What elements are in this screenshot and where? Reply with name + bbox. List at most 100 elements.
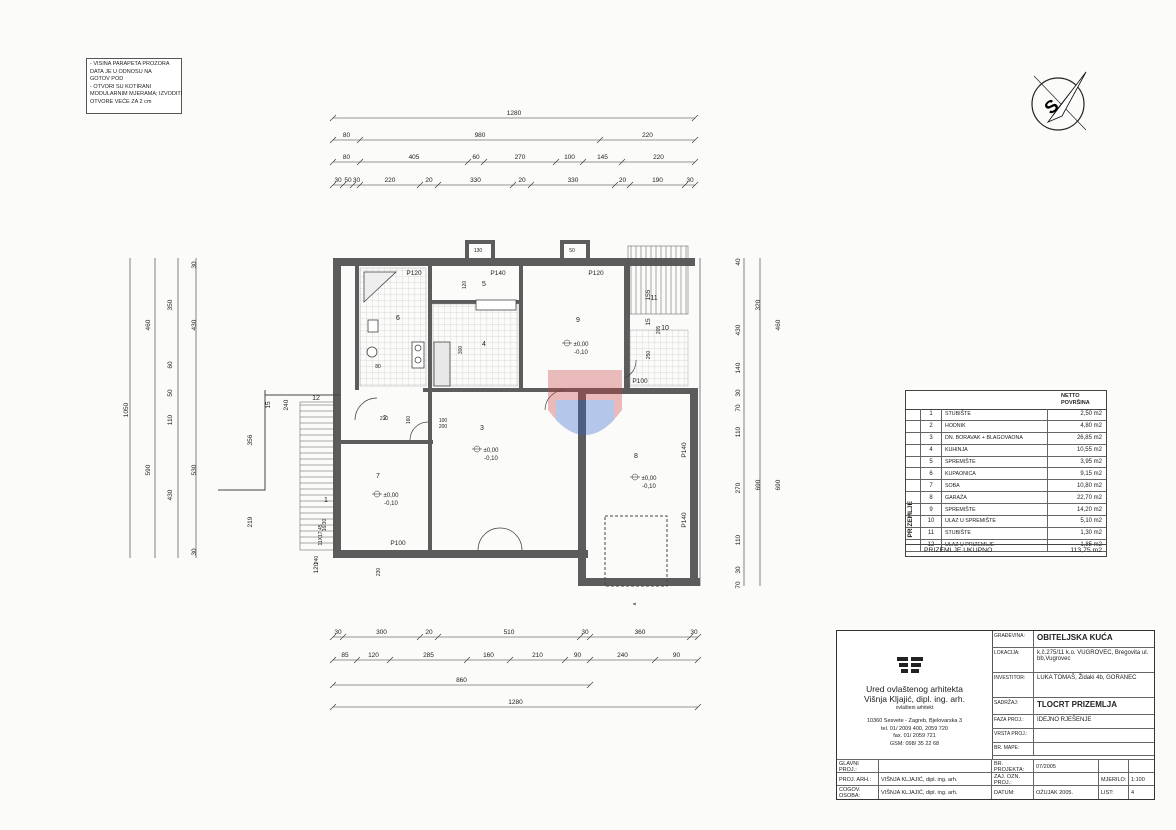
- title-field-key: FAZA PROJ.:: [992, 715, 1034, 728]
- area-row-name: HODNIK: [941, 420, 1047, 432]
- area-row-value: 22,70 m2: [1047, 492, 1106, 504]
- dimension-tick: [552, 158, 560, 166]
- plan-note: 240: [314, 556, 320, 565]
- area-row-value: 10,55 m2: [1047, 444, 1106, 456]
- dimension-tick: [694, 633, 702, 641]
- bottom-value2: [1034, 773, 1099, 786]
- dimension-label: 30: [581, 629, 589, 636]
- dimension-label: 110: [735, 426, 742, 437]
- area-row-number: 3: [920, 432, 941, 444]
- title-field: INVESTITOR:LUKA TOMAŠ, Židaki 4b, GORANE…: [992, 673, 1154, 698]
- bottom-key3: LIST:: [1099, 786, 1129, 799]
- area-row-number: 4: [920, 444, 941, 456]
- dimension-tick: [586, 633, 594, 641]
- dimension-label: 220: [385, 177, 396, 184]
- dimension-label: 85: [341, 652, 349, 659]
- room-number: 10: [661, 325, 669, 332]
- dimension-tick: [586, 681, 594, 689]
- note-line: DATA JE U ODNOSU NA: [90, 68, 152, 75]
- dimension-tick: [691, 136, 699, 144]
- dimension-label: 100: [564, 154, 575, 161]
- dimension-tick: [596, 136, 604, 144]
- dimension-label: 320: [755, 299, 762, 310]
- dimension-label: 120: [368, 652, 379, 659]
- area-row-number: 6: [920, 468, 941, 480]
- bottom-key3: [1099, 760, 1129, 773]
- dimension-label: 860: [456, 677, 467, 684]
- dimension-label: 430: [167, 489, 174, 500]
- dimension-tick: [691, 158, 699, 166]
- area-row-value: 10,80 m2: [1047, 480, 1106, 492]
- title-bottom-row: PROJ. ARH.:VIŠNJA KLJAJIĆ, dipl. ing. ar…: [837, 772, 1154, 786]
- dimension-label: 270: [515, 154, 526, 161]
- area-row-value: 1,85 m2: [1047, 539, 1106, 551]
- title-field: LOKACIJA:k.č.275/11 k.o. VUGROVEC, Brego…: [992, 648, 1154, 673]
- office-name: Ured ovlaštenog arhitekta: [866, 684, 963, 694]
- dimension-label: 690: [755, 479, 762, 490]
- title-field-value: [1034, 743, 1154, 755]
- dimension-label: 20: [619, 177, 627, 184]
- dimension-tick: [463, 656, 471, 664]
- area-row-number: 11: [920, 527, 941, 539]
- dimension-label: 40: [735, 258, 742, 266]
- area-row-number: 2: [920, 420, 941, 432]
- terrace-outline: [218, 390, 668, 587]
- dimension-label: 405: [409, 154, 420, 161]
- title-field-value: OBITELJSKA KUĆA: [1037, 633, 1113, 642]
- plan-note: 300: [458, 346, 464, 355]
- dimension-tick: [651, 656, 659, 664]
- level-value: ±0,00: [642, 476, 658, 482]
- room-number: 12: [312, 395, 320, 402]
- plan-note: 250: [646, 351, 652, 360]
- dimension-tick: [329, 114, 337, 122]
- room-number: 7: [376, 473, 380, 480]
- plan-note: 50: [569, 248, 575, 254]
- dimension-label: 330: [470, 177, 481, 184]
- dimension-label: 30: [353, 177, 361, 184]
- dimension-label: 20: [425, 177, 433, 184]
- dimension-label: 460: [145, 319, 152, 330]
- dimension-label: 20: [518, 177, 526, 184]
- area-row-value: 14,20 m2: [1047, 504, 1106, 516]
- level-value: ±0,00: [484, 448, 500, 454]
- plan-note: 11X17,45: [318, 524, 324, 545]
- dimension-label: 1280: [507, 110, 522, 117]
- total-label: PRIZEMLJE UKUPNO: [924, 547, 993, 554]
- dimension-tick: [339, 633, 347, 641]
- area-row-value: 4,80 m2: [1047, 420, 1106, 432]
- office-info: Ured ovlaštenog arhitekta Višnja Kljajić…: [837, 631, 993, 759]
- architect-title: ovlašteni arhitekt: [895, 705, 934, 711]
- plan-note: 130: [474, 248, 483, 254]
- area-row-number: 5: [920, 456, 941, 468]
- dimension-label: 690: [775, 479, 782, 490]
- area-row-value: 5,10 m2: [1047, 516, 1106, 527]
- title-field-key: BR. MAPE:: [992, 743, 1034, 755]
- bottom-value: VIŠNJA KLJAJIĆ, dipl. ing. arh.: [879, 786, 992, 799]
- dimension-label: 980: [475, 132, 486, 139]
- dimension-tick: [329, 181, 337, 189]
- dimension-tick: [434, 633, 442, 641]
- dimension-tick: [329, 158, 337, 166]
- area-row-number: 7: [920, 480, 941, 492]
- dimension-tick: [586, 656, 594, 664]
- area-row-value: 1,30 m2: [1047, 527, 1106, 539]
- plan-note: 200: [439, 424, 448, 430]
- dimension-label: 190: [652, 177, 663, 184]
- note-line: - VISINA PARAPETA PROZORA: [90, 61, 170, 67]
- dimension-tick: [561, 656, 569, 664]
- bottom-key2: ZAJ. OZN. PROJ.:: [992, 773, 1034, 786]
- dimension-label: 285: [423, 652, 434, 659]
- bottom-value2: 07/2005: [1034, 760, 1099, 773]
- architect-name: Višnja Kljajić, dipl. ing. arh.: [864, 694, 965, 704]
- dimension-tick: [329, 633, 337, 641]
- bottom-key: COGOV. OSOBA:: [837, 786, 879, 799]
- dimension-tick: [694, 703, 702, 711]
- dimension-tick: [356, 181, 364, 189]
- area-row-name: DN. BORAVAK + BLAGOVAONA: [941, 432, 1047, 444]
- title-field-key: SADRŽAJ:: [992, 698, 1034, 714]
- area-row-name: SOBA: [941, 480, 1047, 492]
